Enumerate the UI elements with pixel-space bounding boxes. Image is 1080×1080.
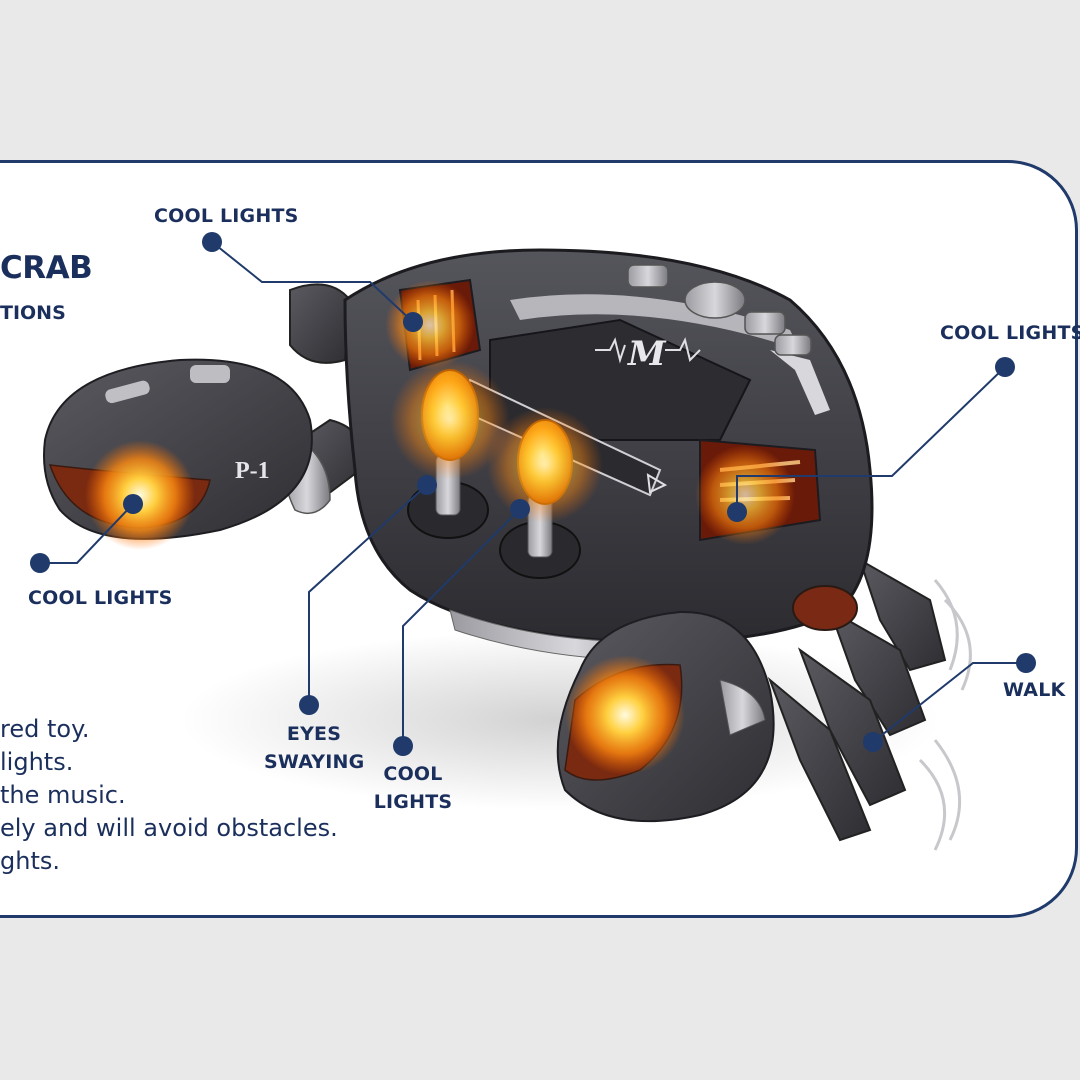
feature-description: red toy. lights. the music. ely and will… (0, 713, 338, 878)
motion-arcs (918, 579, 972, 851)
callout-dot (727, 502, 747, 522)
description-line: the music. (0, 781, 126, 809)
callout-dots (30, 232, 1036, 756)
eye-left (390, 360, 510, 539)
callout-eyes-line1: EYES (286, 723, 342, 745)
walking-legs (767, 557, 947, 842)
callout-dot (123, 494, 143, 514)
callout-dot (393, 736, 413, 756)
top-buttons (627, 264, 812, 356)
callout-eyes-line2: SWAYING (264, 751, 365, 773)
callout-bottom-line2: LIGHTS (373, 791, 453, 813)
callout-dot (1016, 653, 1036, 673)
logo-mark: M (627, 334, 667, 374)
callout-dot (403, 312, 423, 332)
callout-dot (30, 553, 50, 573)
bottom-claw-light (565, 655, 685, 775)
callout-cool-lights-right: COOL LIGHTS (940, 322, 1080, 344)
callout-dot (995, 357, 1015, 377)
callout-cool-lights-bottom: COOL LIGHTS (370, 760, 456, 816)
description-line: lights. (0, 748, 74, 776)
callout-eyes-swaying: EYES SWAYING (264, 720, 364, 776)
callout-lines (40, 241, 1026, 746)
right-grille-light (695, 445, 795, 545)
top-grille-light (385, 280, 475, 370)
callout-dot (202, 232, 222, 252)
callout-bottom-line1: COOL (383, 763, 443, 785)
product-title: CRAB (0, 250, 93, 286)
eye-right (487, 407, 603, 579)
callout-dot (299, 695, 319, 715)
callout-cool-lights-left: COOL LIGHTS (28, 587, 173, 609)
product-subtitle: TIONS (0, 302, 66, 324)
left-claw-light (85, 440, 195, 550)
callout-dot (417, 475, 437, 495)
description-line: ely and will avoid obstacles. (0, 814, 338, 842)
callout-dot (863, 732, 883, 752)
callout-dot (510, 499, 530, 519)
callout-cool-lights-top: COOL LIGHTS (154, 205, 299, 227)
callout-walk: WALK (1003, 679, 1066, 701)
description-line: red toy. (0, 715, 90, 743)
model-mark: P-1 (235, 458, 270, 484)
description-line: ghts. (0, 847, 60, 875)
